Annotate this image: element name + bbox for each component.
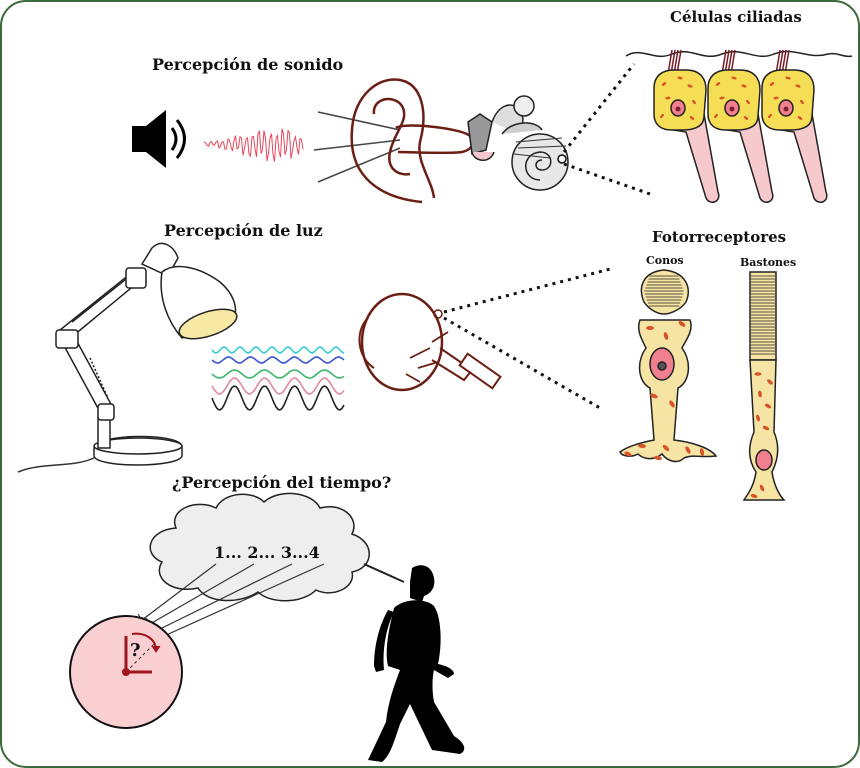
rod-organelles bbox=[750, 372, 773, 499]
cone-outer-segment-disks bbox=[644, 275, 684, 307]
walking-man-icon bbox=[368, 565, 465, 762]
rods-label: Bastones bbox=[740, 256, 796, 269]
organelle bbox=[762, 425, 770, 431]
organelle bbox=[764, 403, 772, 409]
organelle bbox=[678, 321, 686, 327]
sound-rays bbox=[313, 111, 401, 183]
tectorial-membrane bbox=[625, 50, 853, 58]
organelle bbox=[797, 116, 803, 120]
organelle bbox=[638, 443, 646, 449]
hair-cell-nucleolus bbox=[729, 106, 735, 112]
organelle bbox=[750, 493, 758, 499]
organelle bbox=[741, 84, 747, 88]
organelle bbox=[795, 84, 801, 88]
organelle bbox=[759, 484, 765, 492]
organelle bbox=[654, 455, 662, 461]
organelle bbox=[650, 393, 658, 399]
organelle bbox=[689, 116, 695, 120]
light-wave bbox=[211, 369, 345, 379]
organelle bbox=[714, 113, 718, 119]
organelle bbox=[719, 96, 725, 100]
organelle bbox=[785, 76, 791, 80]
organelle bbox=[767, 379, 773, 385]
speaker-icon bbox=[132, 110, 186, 168]
organelle bbox=[624, 451, 632, 457]
organelle bbox=[699, 448, 705, 456]
organelle bbox=[743, 116, 749, 120]
rod-outer-segment-disks bbox=[751, 275, 775, 355]
hair-cell-axon bbox=[661, 113, 720, 203]
light-wave bbox=[211, 346, 345, 354]
counting-text: 1... 2... 3...4 bbox=[214, 543, 320, 562]
question-mark: ? bbox=[130, 640, 141, 661]
hair-cell bbox=[707, 49, 774, 203]
organelle bbox=[669, 400, 675, 408]
organelle bbox=[769, 82, 775, 86]
organelle bbox=[663, 332, 669, 340]
organelle bbox=[692, 99, 696, 105]
hair-cell-nucleolus bbox=[675, 106, 681, 112]
hair-cells-group bbox=[653, 49, 828, 203]
cone-cell bbox=[619, 269, 718, 463]
sound-wave bbox=[203, 128, 304, 162]
light-title: Percepción de luz bbox=[164, 221, 323, 240]
hair-cell bbox=[761, 49, 828, 203]
time-title: ¿Percepción del tiempo? bbox=[172, 473, 391, 492]
organelle bbox=[800, 99, 804, 105]
organelle bbox=[758, 390, 762, 398]
light-wave bbox=[211, 385, 345, 411]
cones-label: Conos bbox=[646, 254, 684, 267]
organelle bbox=[661, 82, 667, 86]
organelle bbox=[746, 99, 750, 105]
organelle bbox=[662, 444, 670, 452]
photoreceptors-title: Fotorreceptores bbox=[652, 228, 786, 246]
cloud-tail bbox=[363, 563, 405, 583]
organelle bbox=[715, 82, 721, 86]
organelle bbox=[665, 96, 671, 100]
zoom-lines-sound bbox=[562, 63, 651, 196]
sound-title: Percepción de sonido bbox=[152, 55, 344, 74]
organelle bbox=[756, 414, 760, 422]
hair-cell bbox=[653, 49, 720, 203]
organelle bbox=[646, 326, 654, 330]
hair-cell-nucleolus bbox=[783, 106, 789, 112]
thought-cloud-icon bbox=[149, 492, 370, 602]
organelle bbox=[754, 372, 762, 376]
light-waves bbox=[211, 346, 345, 411]
hair-cells-title: Células ciliadas bbox=[670, 8, 802, 26]
clock-icon: ? bbox=[69, 615, 183, 729]
hair-cell-axon bbox=[769, 113, 828, 203]
organelle bbox=[731, 76, 737, 80]
cone-organelles bbox=[624, 321, 705, 461]
ear-icon bbox=[350, 78, 474, 204]
desk-lamp-icon bbox=[17, 242, 238, 473]
organelle bbox=[677, 76, 683, 80]
inner-ear bbox=[467, 95, 569, 191]
zoom-lines-eye bbox=[443, 266, 615, 410]
organelle bbox=[768, 113, 772, 119]
light-wave bbox=[211, 377, 345, 395]
hair-cell-axon bbox=[715, 113, 774, 203]
zoom-origin-ear bbox=[557, 154, 567, 164]
eyeball-icon bbox=[358, 292, 502, 392]
organelle bbox=[687, 84, 693, 88]
organelle bbox=[660, 113, 664, 119]
organelle bbox=[773, 96, 779, 100]
organelle bbox=[685, 446, 691, 454]
light-wave bbox=[211, 356, 345, 364]
